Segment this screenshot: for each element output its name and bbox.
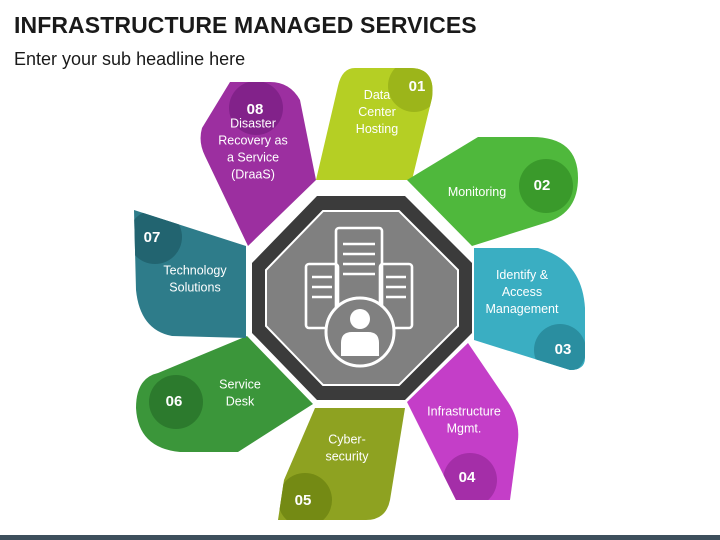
item-02-number: 02 (534, 177, 551, 194)
item-05-label: Cyber-security (325, 433, 369, 464)
item-07-label-line: Solutions (169, 281, 220, 295)
item-01-number: 01 (409, 78, 426, 95)
item-05-label-line: Cyber- (328, 433, 366, 447)
item-01-label-line: Data (364, 88, 390, 102)
item-04-label-line: Infrastructure (427, 405, 501, 419)
item-08-label-line: (DraaS) (231, 168, 275, 182)
item-04-petal (407, 343, 519, 500)
item-04-number: 04 (459, 469, 476, 486)
item-01-label-line: Hosting (356, 122, 398, 136)
item-04-label-line: Mgmt. (447, 422, 482, 436)
item-07-label-line: Technology (163, 264, 227, 278)
item-08-label-line: a Service (227, 151, 279, 165)
item-03-label-line: Access (502, 285, 542, 299)
page-subtitle: Enter your sub headline here (14, 49, 246, 69)
item-08-label-line: Disaster (230, 117, 276, 131)
item-05-number-circle (278, 473, 332, 520)
item-08-number: 08 (247, 101, 264, 118)
item-03-label-line: Management (486, 302, 559, 316)
item-03-label-line: Identify & (496, 268, 549, 282)
server-user-icon (304, 226, 414, 368)
item-08-number-circle (229, 82, 283, 135)
item-06-number: 06 (166, 393, 183, 410)
item-08-petal (200, 82, 316, 246)
item-07-number: 07 (144, 229, 161, 246)
item-07 (134, 210, 246, 338)
item-02 (407, 137, 578, 246)
item-07-number-circle (134, 210, 182, 264)
item-02-number-circle (519, 159, 573, 213)
item-06-label-line: Service (219, 378, 261, 392)
page-title: INFRASTRUCTURE MANAGED SERVICES (14, 12, 477, 38)
item-04-number-circle (443, 453, 497, 500)
item-06-number-circle (149, 375, 203, 429)
item-04 (407, 343, 519, 500)
item-05 (278, 408, 405, 520)
item-08-label-line: Recovery as (218, 134, 287, 148)
item-05-label-line: security (325, 450, 369, 464)
item-02-label-line: Monitoring (448, 185, 506, 199)
item-06 (136, 336, 313, 452)
item-02-label: Monitoring (448, 185, 506, 199)
bottom-bar (0, 535, 720, 540)
item-06-label-line: Desk (226, 395, 255, 409)
item-05-number: 05 (295, 492, 312, 509)
item-03-number: 03 (555, 341, 572, 358)
item-01-label-line: Center (358, 105, 396, 119)
item-08 (200, 82, 316, 246)
item-03 (474, 248, 585, 370)
